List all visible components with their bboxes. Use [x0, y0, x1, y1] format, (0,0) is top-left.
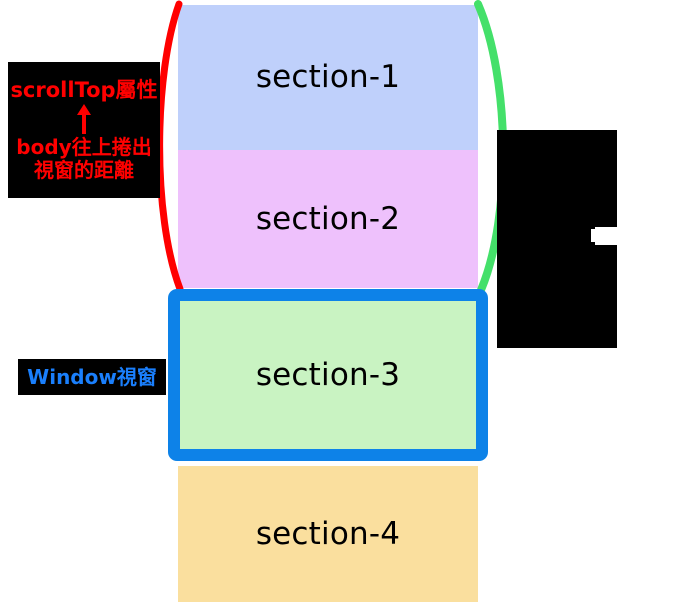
scrolltop-annotation-box: scrollTop屬性 body往上捲出 視窗的距離	[8, 62, 160, 198]
scrolltop-property-label: scrollTop屬性	[10, 77, 158, 102]
section-1-block: section-1	[178, 5, 478, 150]
section-4-block: section-4	[178, 466, 478, 602]
section-3-block: section-3	[180, 301, 476, 449]
scrolltop-description-line-2: 視窗的距離	[34, 157, 134, 182]
up-arrow-icon	[12, 102, 156, 136]
right-annotation-occlusion-bar-2	[591, 229, 663, 242]
scrolltop-description-line-1: body往上捲出	[16, 135, 152, 160]
section-2-block: section-2	[178, 150, 478, 288]
section-1-label: section-1	[255, 59, 401, 95]
section-2-label: section-2	[255, 200, 401, 237]
window-annotation-label: Window視窗	[27, 364, 157, 389]
window-viewport-frame: section-3	[168, 289, 488, 461]
section-3-label: section-3	[255, 356, 401, 393]
window-annotation-box: Window視窗	[18, 359, 166, 395]
section-4-label: section-4	[255, 515, 401, 552]
